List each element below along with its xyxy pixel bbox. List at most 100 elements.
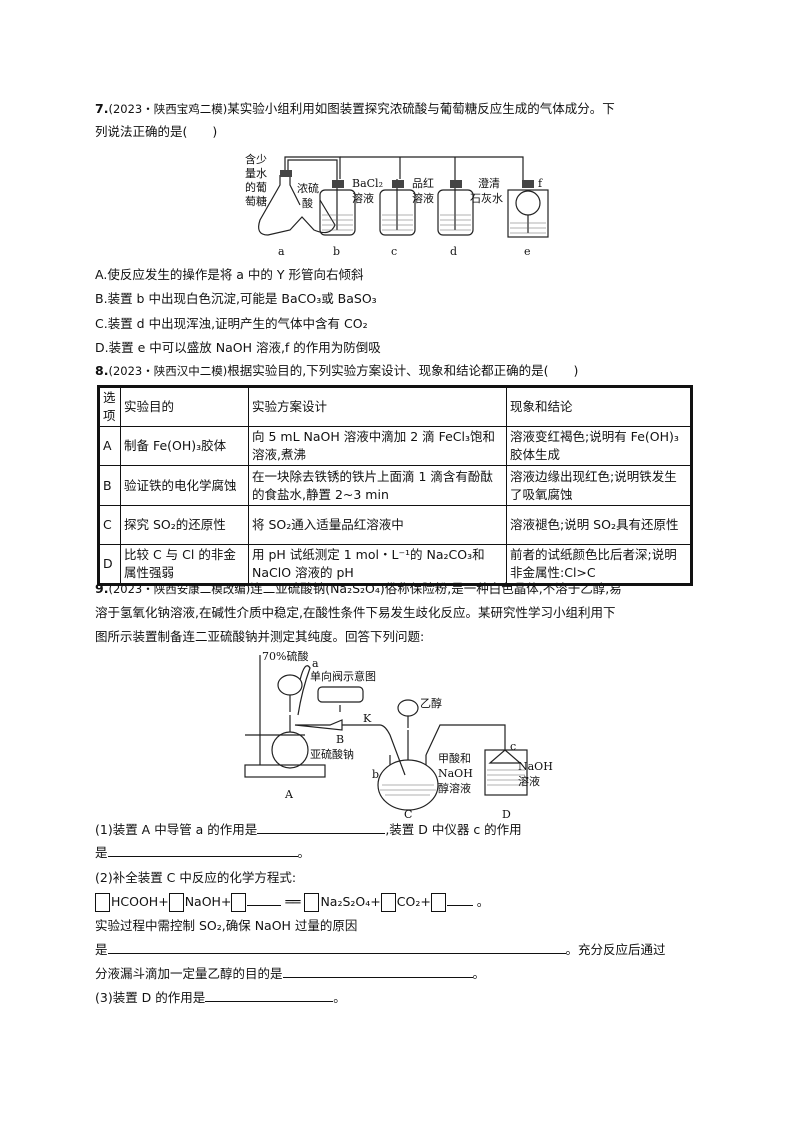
label-a: a	[312, 657, 319, 670]
q9-sub3: (3)装置 D 的作用是。	[95, 989, 346, 1007]
q9-stem: 9.(2023・陕西安康二模改编)连二亚硫酸钠(Na₂S₂O₄)俗称保险粉,是一…	[95, 580, 622, 598]
table-cell: 用 pH 试纸测定 1 mol・L⁻¹的 Na₂CO₃和 NaClO 溶液的 p…	[248, 544, 507, 585]
answer-blank[interactable]	[107, 941, 566, 954]
eq-term: CO₂+	[396, 894, 431, 909]
eq-sign: ══	[285, 894, 301, 909]
header-cell: 现象和结论	[506, 386, 692, 427]
table-cell: 前者的试纸颜色比后者深;说明非金属性:Cl>C	[506, 544, 692, 585]
option-text: 使反应发生的操作是将 a 中的 Y 形管向右倾斜	[107, 267, 364, 282]
label-acid: 浓硫	[297, 181, 319, 195]
q9-sub2-ethanol: 分液漏斗滴加一定量乙醇的目的是。	[95, 965, 485, 983]
label-d-content: NaOH	[518, 760, 553, 773]
q9-number: 9.	[95, 581, 109, 596]
label-glucose-3: 的葡	[245, 180, 267, 194]
q8-source: (2023・陕西汉中二模)	[108, 364, 228, 378]
table-cell: 溶液变红褐色;说明有 Fe(OH)₃胶体生成	[506, 426, 692, 466]
coefficient-box[interactable]	[380, 893, 396, 912]
answer-blank[interactable]	[282, 965, 473, 978]
label-B: B	[336, 733, 344, 746]
apparatus-e: e	[524, 245, 531, 258]
label-valve-diagram: 单向阀示意图	[310, 669, 376, 683]
apparatus-D: D	[502, 808, 511, 820]
period: 。	[476, 894, 490, 909]
q9-text-3: 图所示装置制备连二亚硫酸钠并测定其纯度。回答下列问题:	[95, 629, 425, 644]
label-b: b	[372, 768, 379, 781]
coefficient-box[interactable]	[95, 893, 110, 912]
option-letter: B.	[95, 291, 108, 306]
q8-number: 8.	[95, 363, 109, 378]
eq-term: NaOH+	[184, 894, 232, 909]
table-cell: D	[98, 544, 121, 585]
label-c-content: 甲酸和	[438, 751, 471, 765]
sub1-text: (1)装置 A 中导管 a 的作用是	[95, 822, 258, 837]
label-c: 品红	[412, 177, 434, 190]
table-cell: C	[98, 505, 121, 545]
table-cell: 向 5 mL NaOH 溶液中滴加 2 滴 FeCl₃饱和溶液,煮沸	[248, 426, 507, 466]
equation: HCOOH+ NaOH+ ══ Na₂S₂O₄+ CO₂+ 。	[95, 893, 489, 912]
q7-option-d: D.装置 e 中可以盛放 NaOH 溶液,f 的作用为防倒吸	[95, 339, 381, 357]
q9-text-2: 溶于氢氧化钠溶液,在碱性介质中稳定,在酸性条件下易发生歧化反应。某研究性学习小组…	[95, 605, 616, 620]
apparatus-c: c	[391, 245, 397, 258]
option-letter: A.	[95, 267, 108, 282]
sub1-text-3: 是	[95, 845, 108, 860]
apparatus-d: d	[450, 245, 457, 258]
apparatus-A: A	[284, 788, 294, 801]
label-d-content-2: 溶液	[518, 774, 540, 788]
label-c: c	[510, 740, 516, 753]
q9-sub2-line: 是。充分反应后通过	[95, 941, 666, 959]
label-d: 澄清	[478, 176, 500, 190]
label-b: BaCl₂	[352, 177, 383, 190]
period: 。	[472, 966, 486, 981]
q9-source: (2023・陕西安康二模改编)	[108, 582, 251, 596]
table-cell: A	[98, 426, 121, 466]
option-text: 装置 d 中出现浑浊,证明产生的气体中含有 CO₂	[107, 316, 368, 331]
q9-sub1-line2: 是。	[95, 844, 310, 862]
header-cell: 选项	[98, 386, 121, 427]
answer-blank[interactable]	[107, 844, 298, 857]
q7-text: 某实验小组利用如图装置探究浓硫酸与葡萄糖反应生成的气体成分。下	[227, 101, 615, 116]
label-sodium-sulfite: 亚硫酸钠	[310, 747, 354, 761]
q7-option-c: C.装置 d 中出现浑浊,证明产生的气体中含有 CO₂	[95, 315, 368, 333]
q9-sub2: (2)补全装置 C 中反应的化学方程式:	[95, 870, 297, 885]
table-cell: 溶液边缘出现红色;说明铁发生了吸氧腐蚀	[506, 465, 692, 506]
table-cell: 比较 C 与 Cl 的非金属性强弱	[120, 544, 249, 585]
label-K: K	[363, 712, 372, 725]
q7-apparatus-diagram: 含少 量水 的葡 萄糖 浓硫 酸 BaCl₂ 溶液 品红 溶液 澄清 石灰水 f…	[245, 152, 549, 258]
coefficient-box[interactable]	[304, 893, 320, 912]
eq-term: Na₂S₂O₄+	[320, 894, 381, 909]
sub2-text: 是	[95, 942, 108, 957]
answer-blank[interactable]	[446, 893, 473, 906]
sub3-text: (3)装置 D 的作用是	[95, 990, 206, 1005]
table-cell: 在一块除去铁锈的铁片上面滴 1 滴含有酚酞的食盐水,静置 2~3 min	[248, 465, 507, 506]
answer-blank[interactable]	[205, 989, 334, 1002]
period: 。	[297, 845, 311, 860]
label-d-2: 石灰水	[470, 191, 503, 205]
q9-apparatus-diagram: 70%硫酸 a 单向阀示意图 B K 乙醇 亚硫酸钠 甲酸和 NaOH 醇溶液 …	[244, 650, 553, 820]
option-text: 装置 e 中可以盛放 NaOH 溶液,f 的作用为防倒吸	[108, 340, 381, 355]
table-cell: 将 SO₂通入适量品红溶液中	[248, 505, 507, 545]
q7-number: 7.	[95, 101, 109, 116]
header-cell: 实验目的	[120, 386, 249, 427]
answer-blank[interactable]	[257, 821, 386, 834]
coefficient-box[interactable]	[430, 893, 446, 912]
option-text: 装置 b 中出现白色沉淀,可能是 BaCO₃或 BaSO₃	[107, 291, 377, 306]
apparatus-b: b	[333, 245, 340, 258]
coefficient-box[interactable]	[168, 893, 184, 912]
answer-blank[interactable]	[247, 893, 282, 906]
table-cell: 验证铁的电化学腐蚀	[120, 465, 249, 506]
label-acid-2: 酸	[302, 196, 313, 210]
label-c-content-2: NaOH	[438, 767, 473, 780]
header-cell: 实验方案设计	[248, 386, 507, 427]
label-glucose-4: 萄糖	[245, 194, 267, 208]
coefficient-box[interactable]	[231, 893, 247, 912]
eq-term: HCOOH+	[111, 894, 169, 909]
label-f: f	[538, 177, 543, 190]
q7-option-a: A.使反应发生的操作是将 a 中的 Y 形管向右倾斜	[95, 266, 364, 284]
q7-option-b: B.装置 b 中出现白色沉淀,可能是 BaCO₃或 BaSO₃	[95, 290, 377, 308]
table-cell: 探究 SO₂的还原性	[120, 505, 249, 545]
sub1-text-2: ,装置 D 中仪器 c 的作用	[385, 822, 522, 837]
